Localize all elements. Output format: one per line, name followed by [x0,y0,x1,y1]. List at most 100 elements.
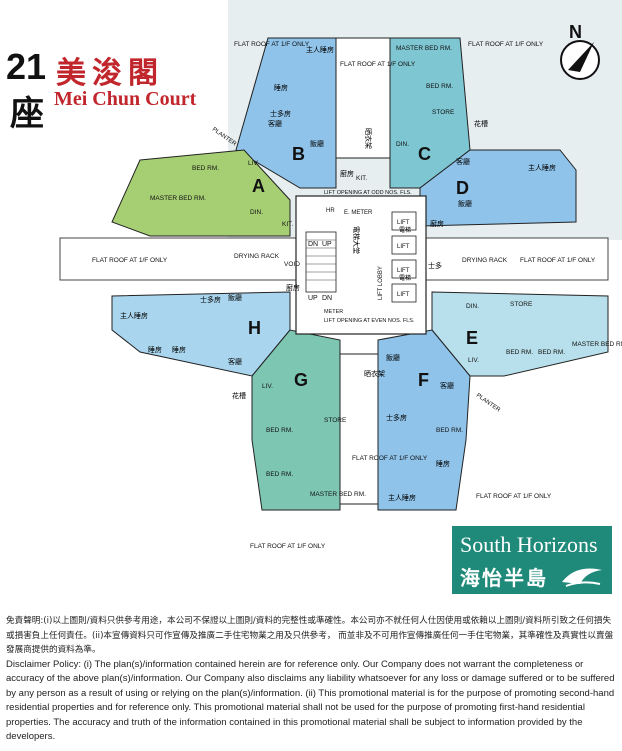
flat-roof-top-label: FLAT ROOF AT 1/F ONLY [340,61,416,68]
lift-opening-bottom: LIFT OPENING AT EVEN NOS. FLS. [324,318,415,324]
din-label-c: DIN. [396,141,409,148]
compass-label: N [569,22,582,42]
zh-bedroom-h2: 睡房 [172,345,186,354]
bed-label-f: BED RM. [436,427,463,434]
flat-roof-se-label: FLAT ROOF AT 1/F ONLY [476,493,552,500]
zh-bedroom-h1: 睡房 [148,345,162,354]
unit-label-g: G [294,370,308,390]
zh-bedroom-f: 睡房 [436,459,450,468]
dn-label-1: DN [308,241,318,248]
logo-name-zh: 海怡半島 [460,566,548,590]
lift-1 [391,211,417,231]
zh-master-bedroom-h: 主人睡房 [120,311,148,320]
zh-maid-f: 士多房 [386,413,407,422]
zh-dining-b: 飯廳 [310,139,324,148]
unit-label-b: B [292,144,305,164]
flat-roof-right-label: FLAT ROOF AT 1/F ONLY [520,257,596,264]
stair-left [305,231,337,293]
block-char: 座 [10,94,44,134]
unit-label-e: E [466,328,478,348]
zh-kitchen-d: 廚房 [430,219,444,228]
zh-living-h: 客廳 [228,357,242,366]
zh-planter-sw: 花槽 [232,391,246,400]
flat-roof-bottom [339,353,379,505]
flat-roof-left-label: FLAT ROOF AT 1/F ONLY [92,257,168,264]
zh-maid-h: 士多房 [200,295,221,304]
floor-plan: B C A D H E G F MASTER BED RM. MASTER BE… [59,0,622,550]
kit-label-core: KIT. [356,175,367,182]
zh-living-f: 客廳 [440,381,454,390]
bed-label-e1: BED RM. [506,349,533,356]
zh-dining-f: 飯廳 [386,353,400,362]
unit-a [111,149,291,237]
compass-icon: N [560,22,600,80]
disclaimer-en: Disclaimer Policy: (i) The plan(s)/infor… [6,658,615,743]
void-label: VOID [284,261,300,268]
court-name-en: Mei Chun Court [54,88,197,110]
lift-label-4: LIFT [397,292,410,298]
zh-maid-b: 士多房 [270,109,291,118]
liv-label-g: LIV. [262,383,273,390]
e-meter-label: E. METER [344,210,373,216]
up-label-1: UP [322,241,332,248]
zh-master-bedroom-f: 主人睡房 [388,493,416,502]
unit-label-f: F [418,370,429,390]
flat-roof-nw-label: FLAT ROOF AT 1/F ONLY [234,41,310,48]
unit-label-d: D [456,178,469,198]
zh-lift-hall: 電梯大堂 [352,226,361,254]
lift-3 [391,259,417,279]
din-label-e: DIN. [466,303,479,310]
zh-living-b: 客廳 [268,119,282,128]
din-label-a: DIN. [250,209,263,216]
drying-rack-right: DRYING RACK [462,257,508,264]
drying-rack-left: DRYING RACK [234,253,280,260]
zh-lift-3: 電梯 [399,274,411,282]
flat-roof-sw-label: FLAT ROOF AT 1/F ONLY [250,543,326,550]
unit-g [251,329,341,511]
liv-label-a: LIV. [248,160,259,167]
flat-roof-top [335,37,391,159]
floor-plan-drawing: B C A D H E G F MASTER BED RM. MASTER BE… [59,0,622,550]
lift-4 [391,283,417,303]
court-name-zh: 美浚閣 [56,56,164,91]
zh-bedroom-b: 睡房 [274,83,288,92]
block-number: 21 [6,46,47,87]
zh-kitchen-b: 廚房 [340,169,354,178]
unit-label-h: H [248,318,261,338]
zh-store-core: 士多 [428,261,442,270]
hr-label: HR [326,208,335,214]
lift-label-3: LIFT [397,268,410,274]
flat-roof-ne-label: FLAT ROOF AT 1/F ONLY [468,41,544,48]
zh-drying-top: 晒衣架 [364,128,373,149]
planter-label-se: PLANTER [475,393,502,414]
lift-label-1: LIFT [397,220,410,226]
zh-dining-h: 飯廳 [228,293,242,302]
zh-kitchen-h: 廚房 [286,283,300,292]
zh-planter-ne: 花槽 [474,119,488,128]
unit-f [377,329,471,511]
bed-label-a: BED RM. [192,165,219,172]
bed-label-g2: BED RM. [266,471,293,478]
bird-icon [562,568,602,587]
zh-lift-1: 電梯 [399,226,411,234]
meter-label: METER [324,309,343,315]
lift-lobby-label: LIFT LOBBY [378,266,384,300]
store-label-g: STORE [324,417,347,424]
liv-label-e: LIV. [468,357,479,364]
zh-master-bedroom-d: 主人睡房 [528,163,556,172]
master-bed-label-e: MASTER BED RM. [572,341,622,348]
bed-label-e2: BED RM. [538,349,565,356]
bed-label-g1: BED RM. [266,427,293,434]
lift-2 [391,235,417,255]
flat-roof-bottom-label: FLAT ROOF AT 1/F ONLY [352,455,428,462]
unit-label-a: A [252,176,265,196]
master-bed-label-a: MASTER BED RM. [150,195,206,202]
dn-label-2: DN [322,295,332,302]
disclaimer: 免責聲明:(i)以上圖則/資料只供參考用途，本公司不保證以上圖則/資料的完整性或… [6,614,618,745]
master-bed-label-c: MASTER BED RM. [396,45,452,52]
bed-label-c: BED RM. [426,83,453,90]
kit-label-a: KIT. [282,221,293,228]
zh-drying-bottom: 晒衣架 [364,369,385,378]
up-label-2: UP [308,295,318,302]
master-bed-label-g: MASTER BED RM. [310,491,366,498]
